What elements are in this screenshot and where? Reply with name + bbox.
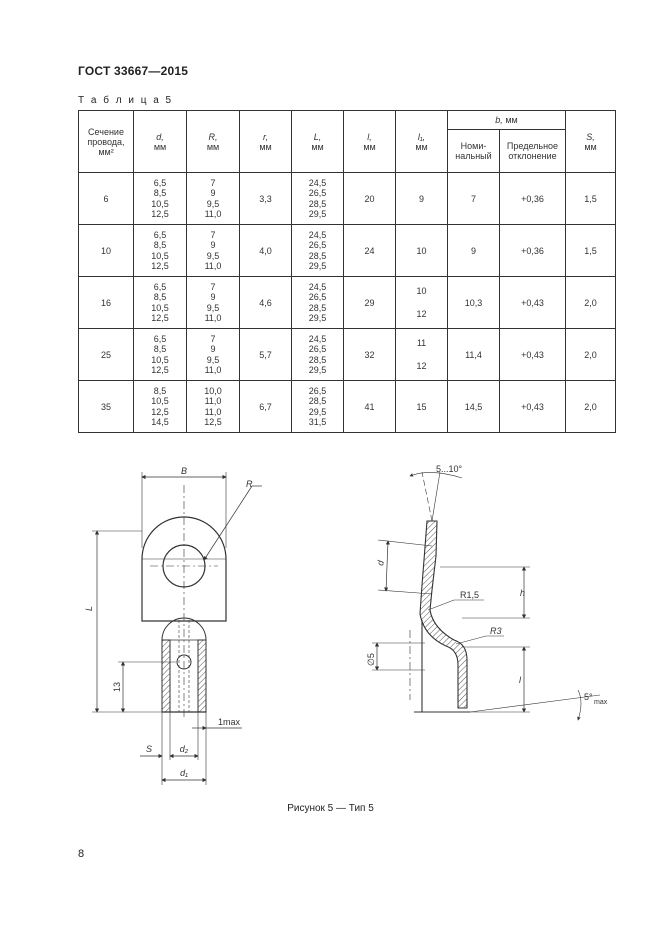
header-L: L,мм: [291, 110, 344, 173]
cell-l: 24: [343, 224, 396, 277]
header-S: S,мм: [565, 110, 616, 173]
cell-S: 2,0: [565, 276, 616, 329]
cell-S: 2,0: [565, 328, 616, 381]
label-13: 13: [112, 682, 122, 692]
label-R: R: [246, 479, 253, 489]
label-max: max: [594, 699, 608, 706]
header-r: r,мм: [239, 110, 292, 173]
terminal-side-view: 5...10° d R1,5 h R3 ∅5 l 5° max: [366, 464, 608, 721]
cell-section: 16: [78, 276, 134, 329]
cell-r: 3,3: [239, 172, 292, 225]
cell-r: 4,6: [239, 276, 292, 329]
cell-l1: 9: [395, 172, 448, 225]
label-R3: R3: [490, 626, 502, 636]
cell-b-nominal: 9: [447, 224, 500, 277]
cell-section: 6: [78, 172, 134, 225]
label-dia5: ∅5: [366, 653, 376, 666]
cell-b-nominal: 7: [447, 172, 500, 225]
label-1max: 1max: [218, 717, 241, 727]
label-L: L: [84, 606, 94, 611]
label-S: S: [146, 744, 152, 754]
cell-l1: 15: [395, 380, 448, 433]
cell-section: 25: [78, 328, 134, 381]
header-b-nominal: Номи-нальный: [447, 129, 500, 173]
header-l1: l₁,мм: [395, 110, 448, 173]
cell-l: 32: [343, 328, 396, 381]
cell-r: 6,7: [239, 380, 292, 433]
cell-b-nominal: 14,5: [447, 380, 500, 433]
label-d: d: [375, 559, 386, 567]
label-d1: d₁: [180, 768, 188, 778]
cell-section: 35: [78, 380, 134, 433]
spec-table: Сечение провода, мм² d,мм R,мм r,мм L,мм…: [78, 110, 616, 433]
header-b: b, мм: [447, 110, 566, 130]
cell-b-deviation: +0,43: [499, 276, 566, 329]
cell-b-deviation: +0,43: [499, 328, 566, 381]
cell-S: 1,5: [565, 224, 616, 277]
cell-b-nominal: 10,3: [447, 276, 500, 329]
label-R1-5: R1,5: [460, 590, 479, 600]
label-B: B: [181, 466, 187, 476]
header-section: Сечение провода, мм²: [78, 110, 134, 173]
cell-l1: 10: [395, 224, 448, 277]
label-d2: d₂: [180, 744, 189, 754]
cell-S: 2,0: [565, 380, 616, 433]
cell-r: 4,0: [239, 224, 292, 277]
cell-l: 29: [343, 276, 396, 329]
header-d: d,мм: [133, 110, 187, 173]
figure-drawing: B R L 13 1max S d₂ d₁ 5...10°: [84, 464, 608, 785]
label-l: l: [519, 675, 522, 685]
cell-l: 41: [343, 380, 396, 433]
header-R: R,мм: [186, 110, 240, 173]
label-angle-5-10: 5...10°: [436, 464, 463, 474]
label-angle-5: 5°: [584, 692, 593, 702]
table-caption: Т а б л и ц а 5: [78, 95, 174, 106]
document-standard-title: ГОСТ 33667—2015: [78, 64, 189, 78]
cell-b-deviation: +0,43: [499, 380, 566, 433]
cell-l: 20: [343, 172, 396, 225]
cell-b-nominal: 11,4: [447, 328, 500, 381]
cell-section: 10: [78, 224, 134, 277]
page-number: 8: [78, 848, 85, 860]
label-h: h: [520, 588, 525, 598]
cell-r: 5,7: [239, 328, 292, 381]
cell-b-deviation: +0,36: [499, 224, 566, 277]
cell-S: 1,5: [565, 172, 616, 225]
header-l: l,мм: [343, 110, 396, 173]
cell-b-deviation: +0,36: [499, 172, 566, 225]
figure-caption: Рисунок 5 — Тип 5: [287, 803, 374, 814]
terminal-front-view: B R L 13 1max S d₂ d₁: [84, 466, 262, 785]
